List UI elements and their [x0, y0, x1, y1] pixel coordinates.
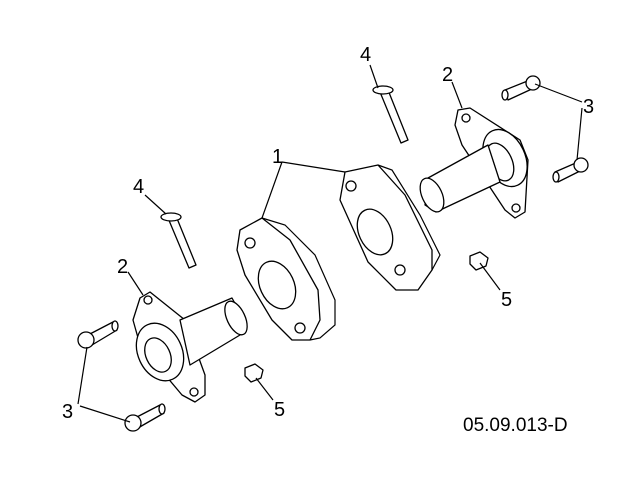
callout-1: 1	[272, 146, 283, 168]
callout-5-lower: 5	[274, 399, 285, 421]
bearing-flange-right	[419, 107, 529, 219]
callout-4-lower: 4	[133, 176, 144, 198]
callout-5-upper: 5	[501, 289, 512, 311]
spacer-block-right	[339, 164, 441, 291]
nuts	[244, 251, 489, 383]
callout-4-upper: 4	[360, 44, 371, 66]
flange-bolts	[77, 75, 589, 432]
pins	[160, 85, 409, 269]
spacer-block-left	[236, 217, 336, 341]
callout-2-lower: 2	[117, 256, 128, 278]
callout-3-upper: 3	[583, 96, 594, 118]
leader-lines	[77, 64, 583, 423]
callout-3-lower: 3	[62, 401, 73, 423]
bearing-flange-left	[132, 291, 248, 403]
drawing-number: 05.09.013-D	[463, 415, 568, 436]
callout-2-upper: 2	[442, 64, 453, 86]
